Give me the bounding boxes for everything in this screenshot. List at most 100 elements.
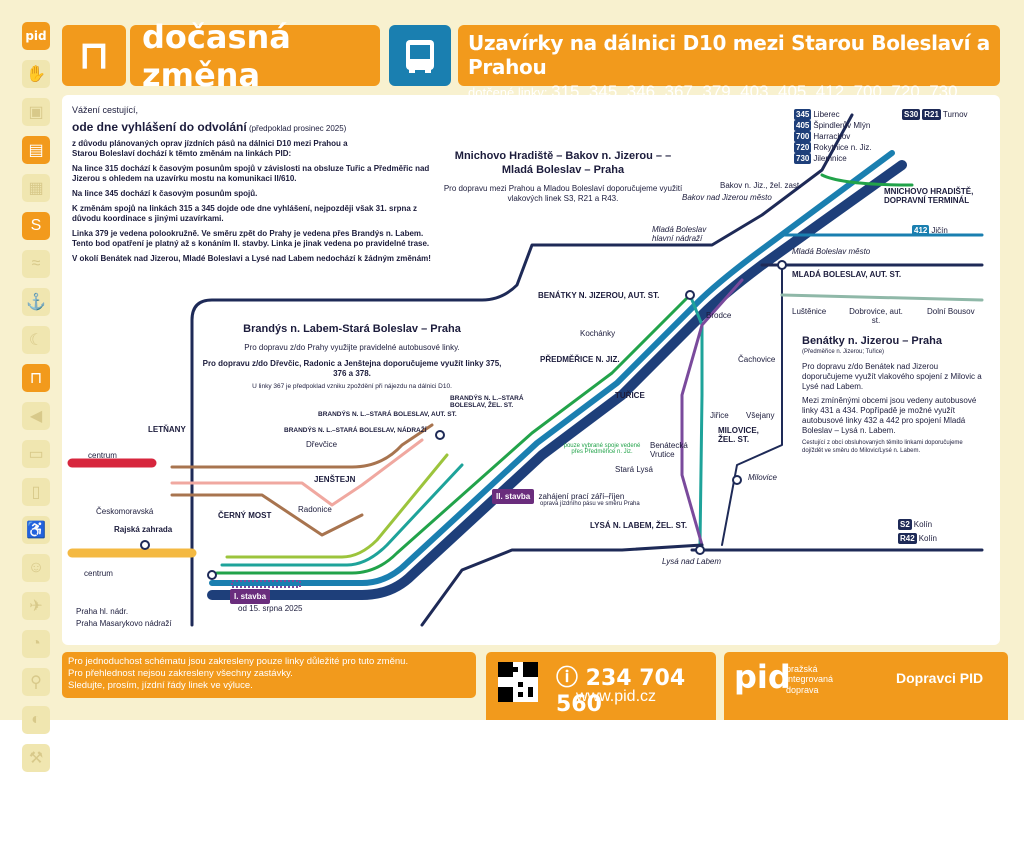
stop-lysa [695,545,705,555]
info-phone[interactable]: ⓘ 234 704 560 [556,666,686,717]
bike-icon: ⚲ [22,668,50,696]
website-link[interactable]: www.pid.cz [576,688,657,705]
footer-note: Pro jednoduchost schématu jsou zakreslen… [62,652,476,698]
megaphone-icon: ◀ [22,402,50,430]
stavba2-sub: oprava jízdního pásu ve směru Praha [540,501,640,507]
page-title: Uzavírky na dálnici D10 mezi Starou Bole… [468,31,991,79]
dest-line: 700 [794,131,812,142]
ceskomoravska-label: Českomoravská [96,507,154,516]
stop-benatky [685,290,695,300]
station-dots [140,260,787,580]
stroller-icon: ◔ [22,630,50,658]
change-label: dočasná změna [130,18,380,94]
predmerice-label: PŘEDMĚŘICE N. JIZ. [540,355,620,364]
radonice-label: Radonice [298,505,332,514]
bj-text2: Mezi zmíněnými obcemi jsou vedeny autobu… [802,396,977,436]
bus-front-icon [406,39,434,73]
dog-icon: ◐ [22,706,50,734]
line-376-brown [170,423,434,469]
mode-sidebar: pid ✋ ▣ ▤ ▦ S ≈ ⚓ ☾ ⊓ ◀ ▭ ▯ ♿ ☺ ✈ ◔ ⚲ ◐ … [22,22,56,782]
lustenice-label: Luštěnice [792,307,827,316]
greeting: Vážení cestující, [72,105,139,115]
line-431-teal [688,293,704,547]
bakov-m-label: Bakov nad Jizerou město [682,193,772,202]
line-378-pink [170,438,424,507]
cachovice-label: Čachovice [738,355,776,364]
ferry-icon: ≈ [22,250,50,278]
route-lines [67,113,984,627]
stavba1-date: od 15. srpna 2025 [238,604,303,613]
x315-note: pouze vybrané spoje vedené přes Předměři… [563,443,641,455]
bs-nadr-label: BRANDÝS N. L.–STARÁ BOLESLAV, NÁDRAŽÍ [284,427,427,434]
stara-lysa-label: Stará Lysá [615,465,653,474]
route-map: Vážení cestující, ode dne vyhlášení do o… [62,95,1000,645]
bj-sub: (Předměřice n. Jizerou; Tuřice) [802,348,885,355]
bs-aut-label: BRANDÝS N. L.–STARÁ BOLESLAV, AUT. ST. [318,411,457,418]
pid-logo-icon: pid [22,22,50,50]
intro-p4: K změnám spojů na linkách 315 a 345 dojd… [72,204,418,224]
centrum-b-label: centrum [84,569,113,578]
closure-title-box: Uzavírky na dálnici D10 mezi Starou Bole… [458,25,1000,101]
vsejany-label: Všejany [746,411,775,420]
detour-badge-icon: ⊓ [62,25,126,86]
dolni-bousov-label: Dolní Bousov [927,307,975,316]
line-367-teal [220,463,464,567]
anchor-icon: ⚓ [22,288,50,316]
bakov-label: Bakov n. Jiz., žel. zast. [720,181,802,190]
centrum-label: centrum [88,451,117,460]
mb-aut-label: MLADÁ BOLESLAV, AUT. ST. [792,270,902,279]
line-403-sage [780,293,984,302]
bs-text1: Pro dopravu z/do Prahy využijte pravidel… [244,342,460,352]
mh-text: Pro dopravu mezi Prahou a Mladou Bolesla… [443,183,683,203]
bus-icon: ▤ [22,136,50,164]
mb-m-label: Mladá Boleslav město [792,247,871,256]
stavba2-row: II. stavba zahájení prací září–říjen [492,489,624,504]
line-432-navy [721,264,783,546]
pid-name: pražská integrovaná doprava [786,664,834,695]
bus-mode-badge [389,25,451,86]
stop-brandys [435,430,445,440]
phone-icon: ▯ [22,478,50,506]
jenstejn-label: JENŠTEJN [314,475,356,484]
intro-p2: Na lince 315 dochází k časovým posunům s… [72,164,430,184]
mh-term-label: MNICHOVO HRADIŠTĚ, DOPRAVNÍ TERMINÁL [884,187,974,205]
bs-block: Brandýs n. Labem-Stará Boleslav – Praha … [202,323,502,391]
operators-label: Dopravci PID [896,670,984,686]
benatecka-label: Benátecká Vrutice [650,441,688,459]
line-315-green [215,293,692,575]
detour-icon: ⊓ [22,364,50,392]
bj-text3: Cestující z obcí obsluhovaných těmito li… [802,440,963,454]
stavba2-badge: II. stavba [492,489,535,504]
dest-line: 730 [794,153,812,164]
line-434-purple [680,278,744,547]
kochanky-label: Kochánky [580,329,616,338]
milovice-label: MILOVICE, ŽEL. ST. [718,426,759,444]
intro-p3: Na lince 345 dochází k časovým posunům s… [72,189,258,199]
intro-p1: z důvodu plánovaných oprav jízdních pásů… [72,139,348,159]
train-icon: ▦ [22,174,50,202]
cerny-most-label: ČERNÝ MOST [218,511,272,520]
dest-name: Jilemnice [813,154,847,163]
bj-title: Benátky n. Jizerou – Praha [802,335,942,347]
d10-corridor-navy [207,160,907,600]
praha-mas-label: Praha Masarykovo nádraží [76,619,172,628]
lysa2-label: Lysá nad Labem [662,557,722,566]
plane-icon: ✈ [22,592,50,620]
stop-mb [777,260,787,270]
rail-s3-line [190,113,854,627]
qr-code-icon[interactable] [498,662,538,702]
line-375-brown [170,493,364,537]
drevcice-label: Dřevčice [306,440,338,449]
intro-p5: Linka 379 je vedena polookružně. Ve směr… [72,229,430,249]
pid-logo: pid [734,658,791,696]
qr-pattern [498,662,538,702]
footer-line2: Pro přehlednost nejsou zakresleny všechn… [68,667,293,679]
dest-line: 345 [794,109,812,120]
